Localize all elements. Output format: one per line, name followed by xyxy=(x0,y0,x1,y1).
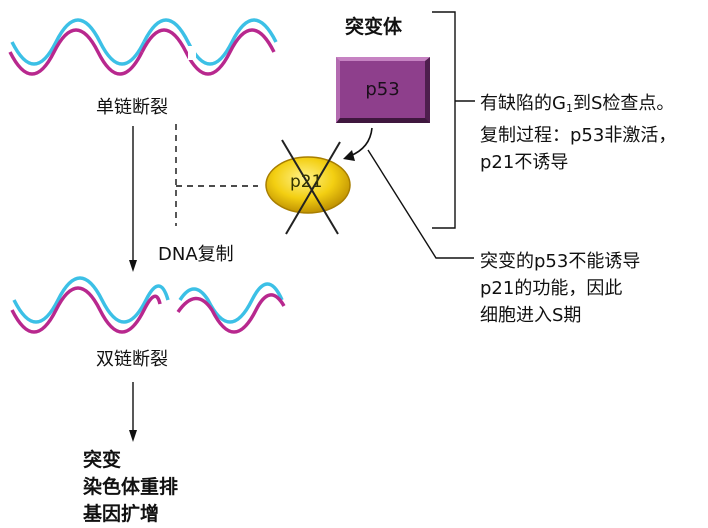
dna-strand-cyan-right xyxy=(142,18,278,66)
p21-label: p21 xyxy=(290,172,323,192)
break-gap xyxy=(188,46,196,60)
dna-strand-magenta-left xyxy=(8,28,144,76)
dna-helix-double-break-left xyxy=(10,276,170,334)
p21-cross-line-2 xyxy=(285,141,341,235)
double-strand-break-label: 双链断裂 xyxy=(96,349,168,370)
annotation-mutant-p53: 突变的p53不能诱导 p21的功能，因此 细胞进入S期 xyxy=(480,248,640,329)
dna-helix-single-break xyxy=(8,18,278,76)
annotation-checkpoint-line1-suffix: 到S检查点。 xyxy=(572,93,675,114)
dna-strand-cyan-lower-right xyxy=(178,282,284,324)
outcome-gene-amplification: 基因扩增 xyxy=(83,503,160,525)
p53-label: p53 xyxy=(365,79,400,100)
mutant-bracket xyxy=(432,11,456,229)
p53-box: p53 xyxy=(336,57,430,123)
outcome-chromosome-rearrangement: 染色体重排 xyxy=(83,476,179,498)
annotation-checkpoint-subscript: 1 xyxy=(565,102,573,115)
dna-strand-magenta-lower-right xyxy=(176,293,286,334)
outcomes-list: 突变 染色体重排 基因扩增 xyxy=(83,447,178,528)
dna-strand-cyan-left xyxy=(10,18,146,66)
dna-replication-label: DNA复制 xyxy=(158,244,234,265)
dna-strand-magenta-lower-left xyxy=(10,286,162,334)
arrowhead-double-to-outcomes xyxy=(129,430,137,442)
annotation-checkpoint: 有缺陷的G1到S检查点。 复制过程：p53非激活， p21不诱导 xyxy=(480,90,676,176)
annotation-mutant-p53-line2: p21的功能，因此 xyxy=(480,278,623,299)
annotation-mutant-p53-line3: 细胞进入S期 xyxy=(480,305,582,326)
annotation-checkpoint-line2: 复制过程：p53非激活， xyxy=(480,125,677,146)
dna-helix-double-break-right xyxy=(176,282,286,334)
mutant-label: 突变体 xyxy=(345,16,403,38)
dna-strand-cyan-lower-left xyxy=(12,276,170,324)
p21-cross-line-1 xyxy=(281,139,339,235)
annotation-checkpoint-line1: 有缺陷的G1到S检查点。 xyxy=(480,90,676,122)
single-strand-break-label: 单链断裂 xyxy=(96,97,168,118)
annotation-checkpoint-line1-prefix: 有缺陷的G xyxy=(480,93,566,114)
annotation-checkpoint-line3: p21不诱导 xyxy=(480,152,569,173)
outcome-mutation: 突变 xyxy=(83,449,122,471)
dna-strand-magenta-right xyxy=(140,28,276,76)
arrowhead-single-to-double xyxy=(129,260,137,272)
annotation-mutant-p53-line1: 突变的p53不能诱导 xyxy=(480,251,641,272)
leader-to-annotation-2 xyxy=(367,149,474,259)
arrowhead-p53-to-p21 xyxy=(343,150,355,161)
